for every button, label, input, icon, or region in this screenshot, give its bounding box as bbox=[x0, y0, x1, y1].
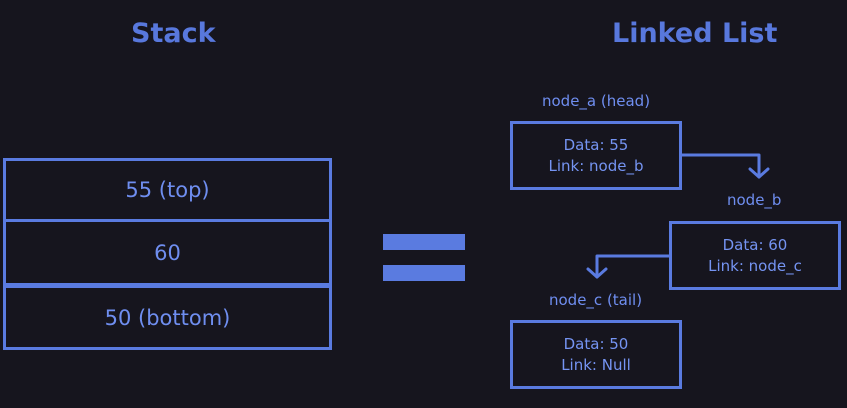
stack-heading: Stack bbox=[131, 18, 216, 49]
stack-cell-label: 60 bbox=[154, 240, 181, 265]
arrow-node-a-to-node-b bbox=[680, 153, 770, 179]
node-b-data: Data: 60 bbox=[722, 235, 788, 254]
equals-sign-top-bar bbox=[383, 234, 465, 250]
stack-cell-bottom: 50 (bottom) bbox=[3, 285, 332, 350]
node-b-label: node_b bbox=[727, 191, 782, 209]
stack-diagram: 55 (top) 60 50 (bottom) bbox=[3, 158, 332, 350]
node-b-box: Data: 60 Link: node_c bbox=[669, 221, 841, 290]
equals-sign-bottom-bar bbox=[383, 265, 465, 281]
node-b-link: Link: node_c bbox=[708, 256, 802, 275]
node-c-box: Data: 50 Link: Null bbox=[510, 320, 682, 389]
node-a-data: Data: 55 bbox=[563, 135, 629, 154]
stack-cell-top: 55 (top) bbox=[3, 158, 332, 222]
node-a-label: node_a (head) bbox=[542, 92, 651, 110]
node-a-link: Link: node_b bbox=[548, 156, 644, 175]
stack-cell-label: 50 (bottom) bbox=[104, 305, 231, 330]
linked-list-heading: Linked List bbox=[612, 18, 778, 49]
stack-cell-label: 55 (top) bbox=[125, 178, 210, 202]
node-c-link: Link: Null bbox=[561, 355, 631, 374]
node-c-label: node_c (tail) bbox=[549, 291, 643, 309]
stack-cell-middle: 60 bbox=[3, 222, 332, 286]
node-c-data: Data: 50 bbox=[563, 334, 629, 353]
node-a-box: Data: 55 Link: node_b bbox=[510, 121, 682, 190]
arrow-node-b-to-node-c bbox=[586, 254, 671, 279]
